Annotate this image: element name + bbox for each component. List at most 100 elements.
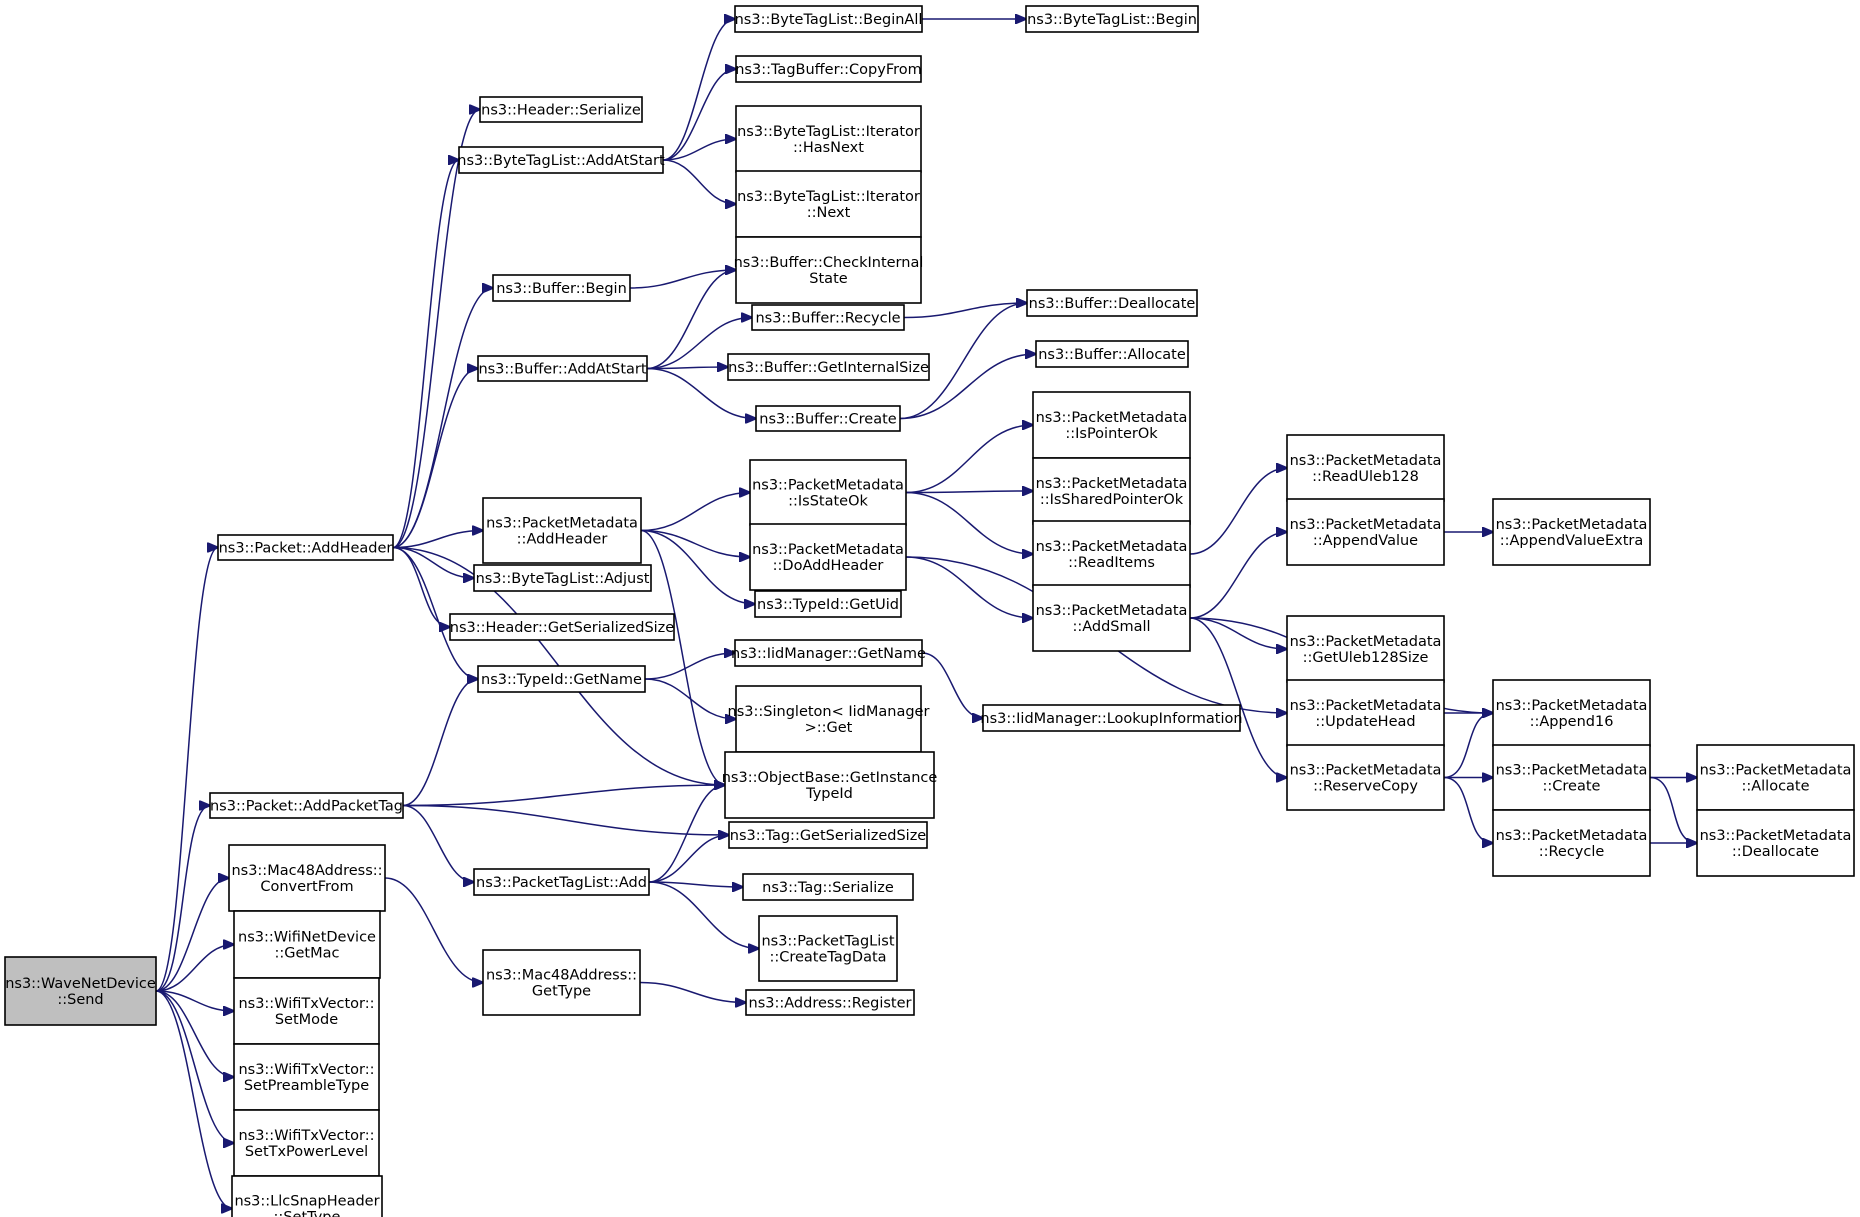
node-label-addheader-0: ns3::Packet::AddHeader	[219, 541, 393, 557]
edge-addheader-to-hdr_getsersize	[392, 546, 450, 628]
node-pm_create[interactable]: ns3::PacketMetadata::Create	[1492, 744, 1651, 811]
node-box-btl_it_next	[735, 170, 922, 238]
node-typeid_getname[interactable]: ns3::TypeId::GetName	[477, 665, 646, 693]
edge-pm_reservecopy-to-pm_recycle	[1443, 776, 1493, 844]
node-ptl_add[interactable]: ns3::PacketTagList::Add	[473, 868, 650, 896]
node-label-singleton_get-1: >::Get	[805, 720, 853, 736]
node-label-singleton_get-0: ns3::Singleton< IidManager	[728, 704, 930, 720]
node-btl_adjust[interactable]: ns3::ByteTagList::Adjust	[473, 564, 652, 592]
node-label-settype-1: ::SetType	[274, 1210, 341, 1217]
node-tagbuf_copyfrom[interactable]: ns3::TagBuffer::CopyFrom	[735, 55, 922, 83]
node-label-pm_ispointerok-0: ns3::PacketMetadata	[1036, 410, 1188, 426]
node-pm_readuleb128[interactable]: ns3::PacketMetadata::ReadUleb128	[1286, 434, 1445, 502]
node-buf_begin[interactable]: ns3::Buffer::Begin	[492, 274, 631, 302]
node-box-addr_register	[745, 989, 915, 1016]
edge-pm_reservecopy-to-pm_append16	[1443, 713, 1493, 779]
node-send[interactable]: ns3::WaveNetDevice::Send	[4, 956, 157, 1026]
edge-send-to-convertfrom	[155, 878, 229, 992]
node-label-pm_appendvalue-0: ns3::PacketMetadata	[1290, 517, 1442, 533]
node-buf_deallocate[interactable]: ns3::Buffer::Deallocate	[1026, 289, 1198, 317]
node-buf_allocate[interactable]: ns3::Buffer::Allocate	[1035, 340, 1189, 368]
edge-send-to-setmode	[155, 990, 234, 1011]
node-label-pm_updatehead-1: ::UpdateHead	[1315, 714, 1415, 730]
node-label-btl_begin-0: ns3::ByteTagList::Begin	[1027, 12, 1197, 28]
node-addr_register[interactable]: ns3::Address::Register	[745, 989, 915, 1016]
edge-send-to-setpreamble	[155, 990, 234, 1077]
node-label-settxpower-0: ns3::WifiTxVector::	[238, 1128, 374, 1144]
node-btl_beginall[interactable]: ns3::ByteTagList::BeginAll	[734, 5, 923, 33]
node-singleton_get[interactable]: ns3::Singleton< IidManager >::Get	[728, 685, 930, 753]
node-box-hdr_getsersize	[449, 613, 675, 641]
node-tag_getsersize[interactable]: ns3::Tag::GetSerializedSize	[728, 821, 928, 849]
node-box-pm_reservecopy	[1286, 744, 1445, 811]
node-buf_create[interactable]: ns3::Buffer::Create	[755, 405, 901, 432]
edge-btl_addatstart-to-btl_it_next	[662, 159, 736, 204]
node-label-pm_recycle-1: ::Recycle	[1539, 844, 1605, 860]
edge-addpackettag-to-obj_getinstancetypeid	[402, 785, 725, 807]
node-pm_isstateok[interactable]: ns3::PacketMetadata::IsStateOk	[749, 459, 907, 526]
node-pm_addheader[interactable]: ns3::PacketMetadata::AddHeader	[482, 497, 642, 564]
node-pm_reservecopy[interactable]: ns3::PacketMetadata::ReserveCopy	[1286, 744, 1445, 811]
node-pm_appendvalueextra[interactable]: ns3::PacketMetadata::AppendValueExtra	[1492, 498, 1651, 566]
node-label-pm_addheader-1: ::AddHeader	[517, 532, 608, 548]
node-ptl_createtagdata[interactable]: ns3::PacketTagList::CreateTagData	[758, 915, 898, 982]
node-btl_it_next[interactable]: ns3::ByteTagList::Iterator::Next	[735, 170, 922, 238]
node-addpackettag[interactable]: ns3::Packet::AddPacketTag	[209, 792, 404, 819]
node-pm_recycle[interactable]: ns3::PacketMetadata::Recycle	[1492, 809, 1651, 877]
node-buf_getinternalsize[interactable]: ns3::Buffer::GetInternalSize	[727, 353, 930, 381]
node-iid_getname[interactable]: ns3::IidManager::GetName	[731, 639, 926, 667]
node-iid_lookupinfo[interactable]: ns3::IidManager::LookupInformation	[980, 704, 1243, 732]
node-label-pm_append16-1: ::Append16	[1530, 714, 1614, 730]
node-pm_ispointerok[interactable]: ns3::PacketMetadata::IsPointerOk	[1032, 391, 1191, 459]
node-label-btl_beginall-0: ns3::ByteTagList::BeginAll	[735, 12, 923, 28]
node-tag_serialize[interactable]: ns3::Tag::Serialize	[742, 873, 914, 901]
node-pm_updatehead[interactable]: ns3::PacketMetadata::UpdateHead	[1286, 679, 1445, 747]
edge-pm_addsmall-to-pm_appendvalue	[1189, 532, 1287, 619]
node-box-convertfrom	[228, 844, 386, 912]
node-pm_allocate[interactable]: ns3::PacketMetadata::Allocate	[1696, 744, 1855, 811]
edge-pm_addheader-to-typeid_getuid	[640, 529, 755, 605]
node-btl_addatstart[interactable]: ns3::ByteTagList::AddAtStart	[457, 146, 665, 174]
node-pm_appendvalue[interactable]: ns3::PacketMetadata::AppendValue	[1286, 498, 1445, 566]
node-label-convertfrom-0: ns3::Mac48Address::	[231, 863, 382, 879]
node-convertfrom[interactable]: ns3::Mac48Address::ConvertFrom	[228, 844, 386, 912]
node-pm_readitems[interactable]: ns3::PacketMetadata::ReadItems	[1032, 520, 1191, 588]
edge-typeid_getname-to-iid_getname	[644, 653, 735, 680]
node-label-mac48_gettype-0: ns3::Mac48Address::	[486, 968, 637, 984]
node-settype[interactable]: ns3::LlcSnapHeader::SetType	[231, 1175, 383, 1217]
node-hdr_getsersize[interactable]: ns3::Header::GetSerializedSize	[449, 613, 675, 641]
node-pm_addsmall[interactable]: ns3::PacketMetadata::AddSmall	[1032, 584, 1191, 652]
node-mac48_gettype[interactable]: ns3::Mac48Address::GetType	[482, 949, 641, 1016]
node-label-pm_issharedpointerok-0: ns3::PacketMetadata	[1036, 476, 1188, 492]
node-typeid_getuid[interactable]: ns3::TypeId::GetUid	[754, 590, 902, 618]
node-btl_begin[interactable]: ns3::ByteTagList::Begin	[1025, 5, 1199, 33]
node-box-buf_create	[755, 405, 901, 432]
node-label-pm_reservecopy-0: ns3::PacketMetadata	[1290, 763, 1442, 779]
node-settxpower[interactable]: ns3::WifiTxVector::SetTxPowerLevel	[233, 1109, 380, 1177]
edge-addheader-to-btl_addatstart	[392, 160, 459, 549]
node-setpreamble[interactable]: ns3::WifiTxVector::SetPreambleType	[233, 1043, 380, 1111]
node-pm_issharedpointerok[interactable]: ns3::PacketMetadata::IsSharedPointerOk	[1032, 457, 1191, 525]
node-btl_it_hasnext[interactable]: ns3::ByteTagList::Iterator::HasNext	[735, 105, 922, 173]
node-hdrserialize[interactable]: ns3::Header::Serialize	[479, 96, 643, 123]
node-label-pm_appendvalueextra-1: ::AppendValueExtra	[1500, 533, 1644, 549]
node-label-btl_it_hasnext-0: ns3::ByteTagList::Iterator	[737, 124, 920, 140]
node-getmac[interactable]: ns3::WifiNetDevice::GetMac	[233, 910, 381, 979]
node-box-pm_recycle	[1492, 809, 1651, 877]
node-box-setmode	[233, 977, 380, 1045]
node-pm_deallocate[interactable]: ns3::PacketMetadata::Deallocate	[1696, 809, 1855, 877]
node-buf_addatstart[interactable]: ns3::Buffer::AddAtStart	[477, 355, 648, 382]
node-buf_recycle[interactable]: ns3::Buffer::Recycle	[751, 304, 905, 331]
edge-send-to-getmac	[155, 945, 234, 992]
node-box-pm_readitems	[1032, 520, 1191, 588]
node-pm_getuleb128size[interactable]: ns3::PacketMetadata::GetUleb128Size	[1286, 615, 1445, 683]
edge-btl_addatstart-to-tagbuf_copyfrom	[662, 69, 736, 161]
node-addheader[interactable]: ns3::Packet::AddHeader	[217, 534, 394, 561]
node-box-pm_getuleb128size	[1286, 615, 1445, 683]
node-setmode[interactable]: ns3::WifiTxVector::SetMode	[233, 977, 380, 1045]
node-pm_doaddheader[interactable]: ns3::PacketMetadata::DoAddHeader	[749, 523, 907, 591]
node-pm_append16[interactable]: ns3::PacketMetadata::Append16	[1492, 679, 1651, 747]
